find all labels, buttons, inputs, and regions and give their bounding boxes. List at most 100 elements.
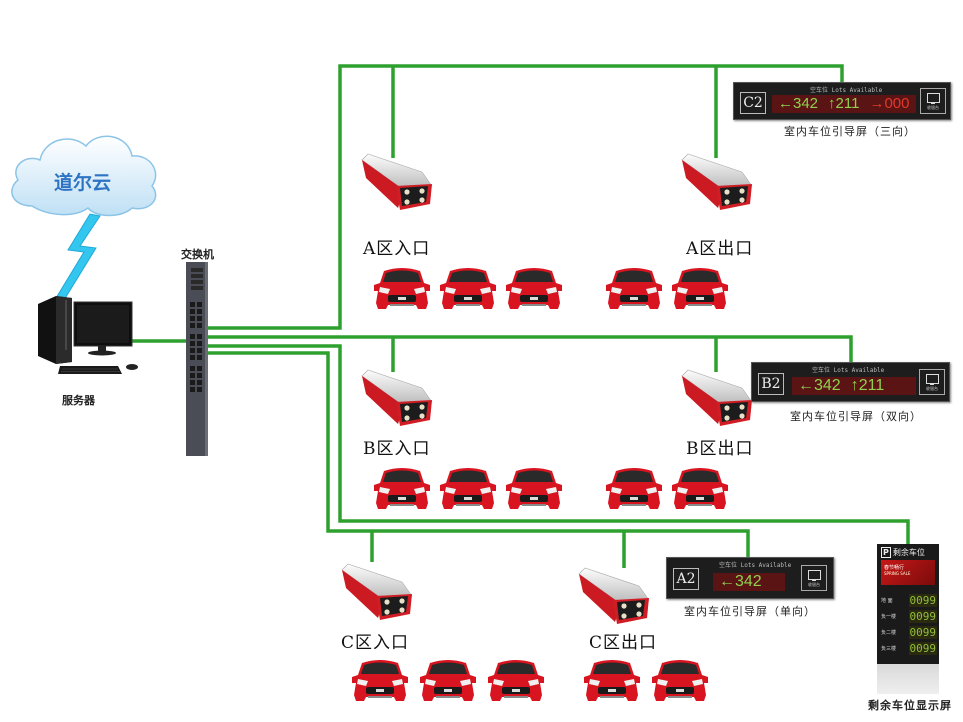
car-icon — [352, 660, 408, 701]
cashier-monitor-icon: 收银台 — [919, 369, 945, 395]
switch-port — [190, 341, 195, 346]
car-zone-c-exit — [650, 657, 710, 703]
switch-port — [197, 341, 202, 346]
c-exit-camera — [577, 566, 653, 628]
car-zone-b-exit — [604, 465, 664, 511]
guide-zone-id: A2 — [673, 568, 699, 590]
wire-switch-remaining-display — [208, 344, 910, 544]
led-value-straight: ↑211 — [850, 377, 885, 394]
led-panel: ←342 ↑211 — [792, 377, 916, 395]
remaining-display-stand — [877, 664, 939, 694]
switch-port — [190, 355, 195, 360]
led-panel: ←342 ↑211 →000 — [772, 95, 916, 113]
switch-port — [197, 309, 202, 314]
camera-icon — [361, 153, 433, 210]
car-icon — [420, 660, 476, 701]
car-icon — [672, 268, 728, 309]
advertisement-panel: 春节畅行 SPRING SALE — [881, 560, 935, 585]
cloud-label: 道尔云 — [54, 172, 112, 194]
camera-icon — [681, 369, 753, 426]
a-entrance-camera — [360, 152, 436, 214]
switch-port — [197, 334, 202, 339]
led-value-right: →000 — [869, 95, 910, 112]
guide-zone-id: C2 — [740, 92, 766, 114]
network-switch-icon — [186, 262, 208, 456]
switch-port — [190, 387, 195, 392]
switch-port — [197, 348, 202, 353]
c-exit-label: C区出口 — [589, 633, 658, 653]
computer-icon — [38, 296, 138, 374]
car-icon — [374, 468, 430, 509]
guide-header: 空车位 Lots Available — [812, 367, 885, 374]
led-panel: ←342 — [713, 573, 785, 591]
guide-header: 空车位 Lots Available — [719, 562, 792, 569]
car-zone-a-entrance — [438, 265, 498, 311]
switch-port — [197, 302, 202, 307]
cloud-icon — [11, 135, 157, 217]
car-icon — [506, 468, 562, 509]
car-icon — [440, 468, 496, 509]
switch-port — [190, 309, 195, 314]
switch-port — [190, 380, 195, 385]
car-icon — [652, 660, 708, 701]
guide-caption-two-way: 室内车位引导屏（双向） — [790, 410, 922, 423]
cashier-monitor-icon: 收银台 — [920, 88, 946, 114]
a-exit-camera — [680, 152, 756, 214]
b-exit-label: B区出口 — [686, 439, 754, 459]
parking-icon: P — [881, 547, 891, 558]
car-icon — [374, 268, 430, 309]
car-zone-c-entrance — [350, 657, 410, 703]
led-value-straight: ↑211 — [828, 95, 860, 112]
guide-header: 空车位 Lots Available — [810, 87, 883, 94]
switch-port — [190, 323, 195, 328]
car-zone-a-exit — [670, 265, 730, 311]
switch-port — [190, 334, 195, 339]
camera-icon — [578, 567, 650, 624]
wire-switch-zone-a — [208, 64, 844, 330]
guide-screen-two-way: B2 空车位 Lots Available ←342 ↑211 收银台 — [751, 362, 950, 402]
guide-caption-three-way: 室内车位引导屏（三向） — [784, 125, 916, 138]
switch-label: 交换机 — [181, 248, 214, 261]
car-icon — [606, 468, 662, 509]
cloud: 道尔云 — [4, 128, 162, 220]
camera-icon — [361, 369, 433, 426]
switch-port — [190, 316, 195, 321]
car-zone-b-entrance — [504, 465, 564, 511]
wire-switch-zone-c — [208, 351, 750, 558]
car-zone-c-exit — [582, 657, 642, 703]
switch-port — [190, 302, 195, 307]
switch-port — [197, 323, 202, 328]
switch-port — [190, 366, 195, 371]
switch-port — [197, 373, 202, 378]
b-entrance-camera — [360, 368, 436, 430]
guide-screen-three-way: C2 空车位 Lots Available ←342 ↑211 →000 收银台 — [733, 82, 951, 120]
lightning-icon — [55, 213, 101, 301]
car-zone-c-entrance — [418, 657, 478, 703]
b-entrance-label: B区入口 — [363, 439, 431, 459]
car-icon — [488, 660, 544, 701]
car-zone-a-exit — [604, 265, 664, 311]
car-icon — [440, 268, 496, 309]
led-value-left: ←342 — [719, 573, 762, 590]
camera-icon — [341, 563, 413, 620]
guide-caption-one-way: 室内车位引导屏（单向） — [684, 605, 816, 618]
server-label: 服务器 — [62, 394, 95, 407]
guide-zone-id: B2 — [758, 373, 784, 395]
car-zone-a-entrance — [372, 265, 432, 311]
c-entrance-label: C区入口 — [341, 633, 410, 653]
switch-port — [190, 348, 195, 353]
a-entrance-label: A区入口 — [363, 239, 431, 259]
car-icon — [672, 468, 728, 509]
c-entrance-camera — [340, 562, 416, 624]
switch-port — [197, 355, 202, 360]
car-zone-b-entrance — [372, 465, 432, 511]
car-icon — [506, 268, 562, 309]
car-icon — [584, 660, 640, 701]
